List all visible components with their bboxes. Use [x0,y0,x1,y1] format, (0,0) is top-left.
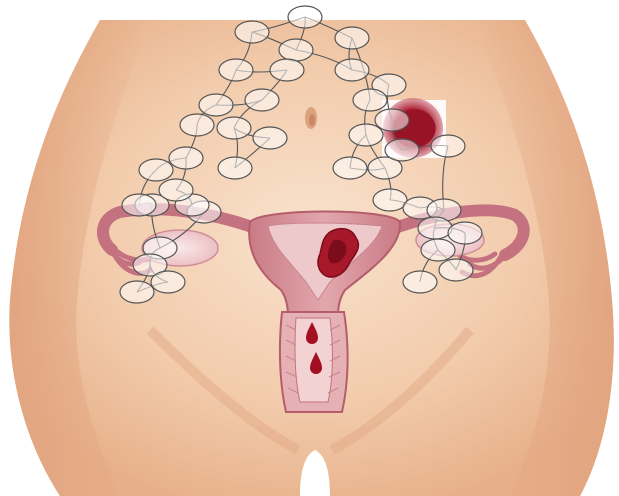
network-node [353,89,387,111]
network-node [335,27,369,49]
network-node [448,222,482,244]
network-node [218,157,252,179]
network-node [373,189,407,211]
network-node [199,94,233,116]
network-node [253,127,287,149]
network-node [235,21,269,43]
network-node [219,59,253,81]
network-node [385,139,419,161]
network-node [403,271,437,293]
network-node [169,147,203,169]
network-node [279,39,313,61]
network-node [418,217,452,239]
network-node [375,109,409,131]
network-node [122,194,156,216]
network-node [151,271,185,293]
network-node [349,124,383,146]
network-node [159,179,193,201]
network-node [421,239,455,261]
network-node [217,117,251,139]
network-node [335,59,369,81]
network-node [431,135,465,157]
network-node [180,114,214,136]
network-node [120,281,154,303]
network-node [333,157,367,179]
network-node [245,89,279,111]
network-node [139,159,173,181]
network-node [270,59,304,81]
network-node [288,6,322,28]
network-node [439,259,473,281]
navel-inner [309,114,315,126]
